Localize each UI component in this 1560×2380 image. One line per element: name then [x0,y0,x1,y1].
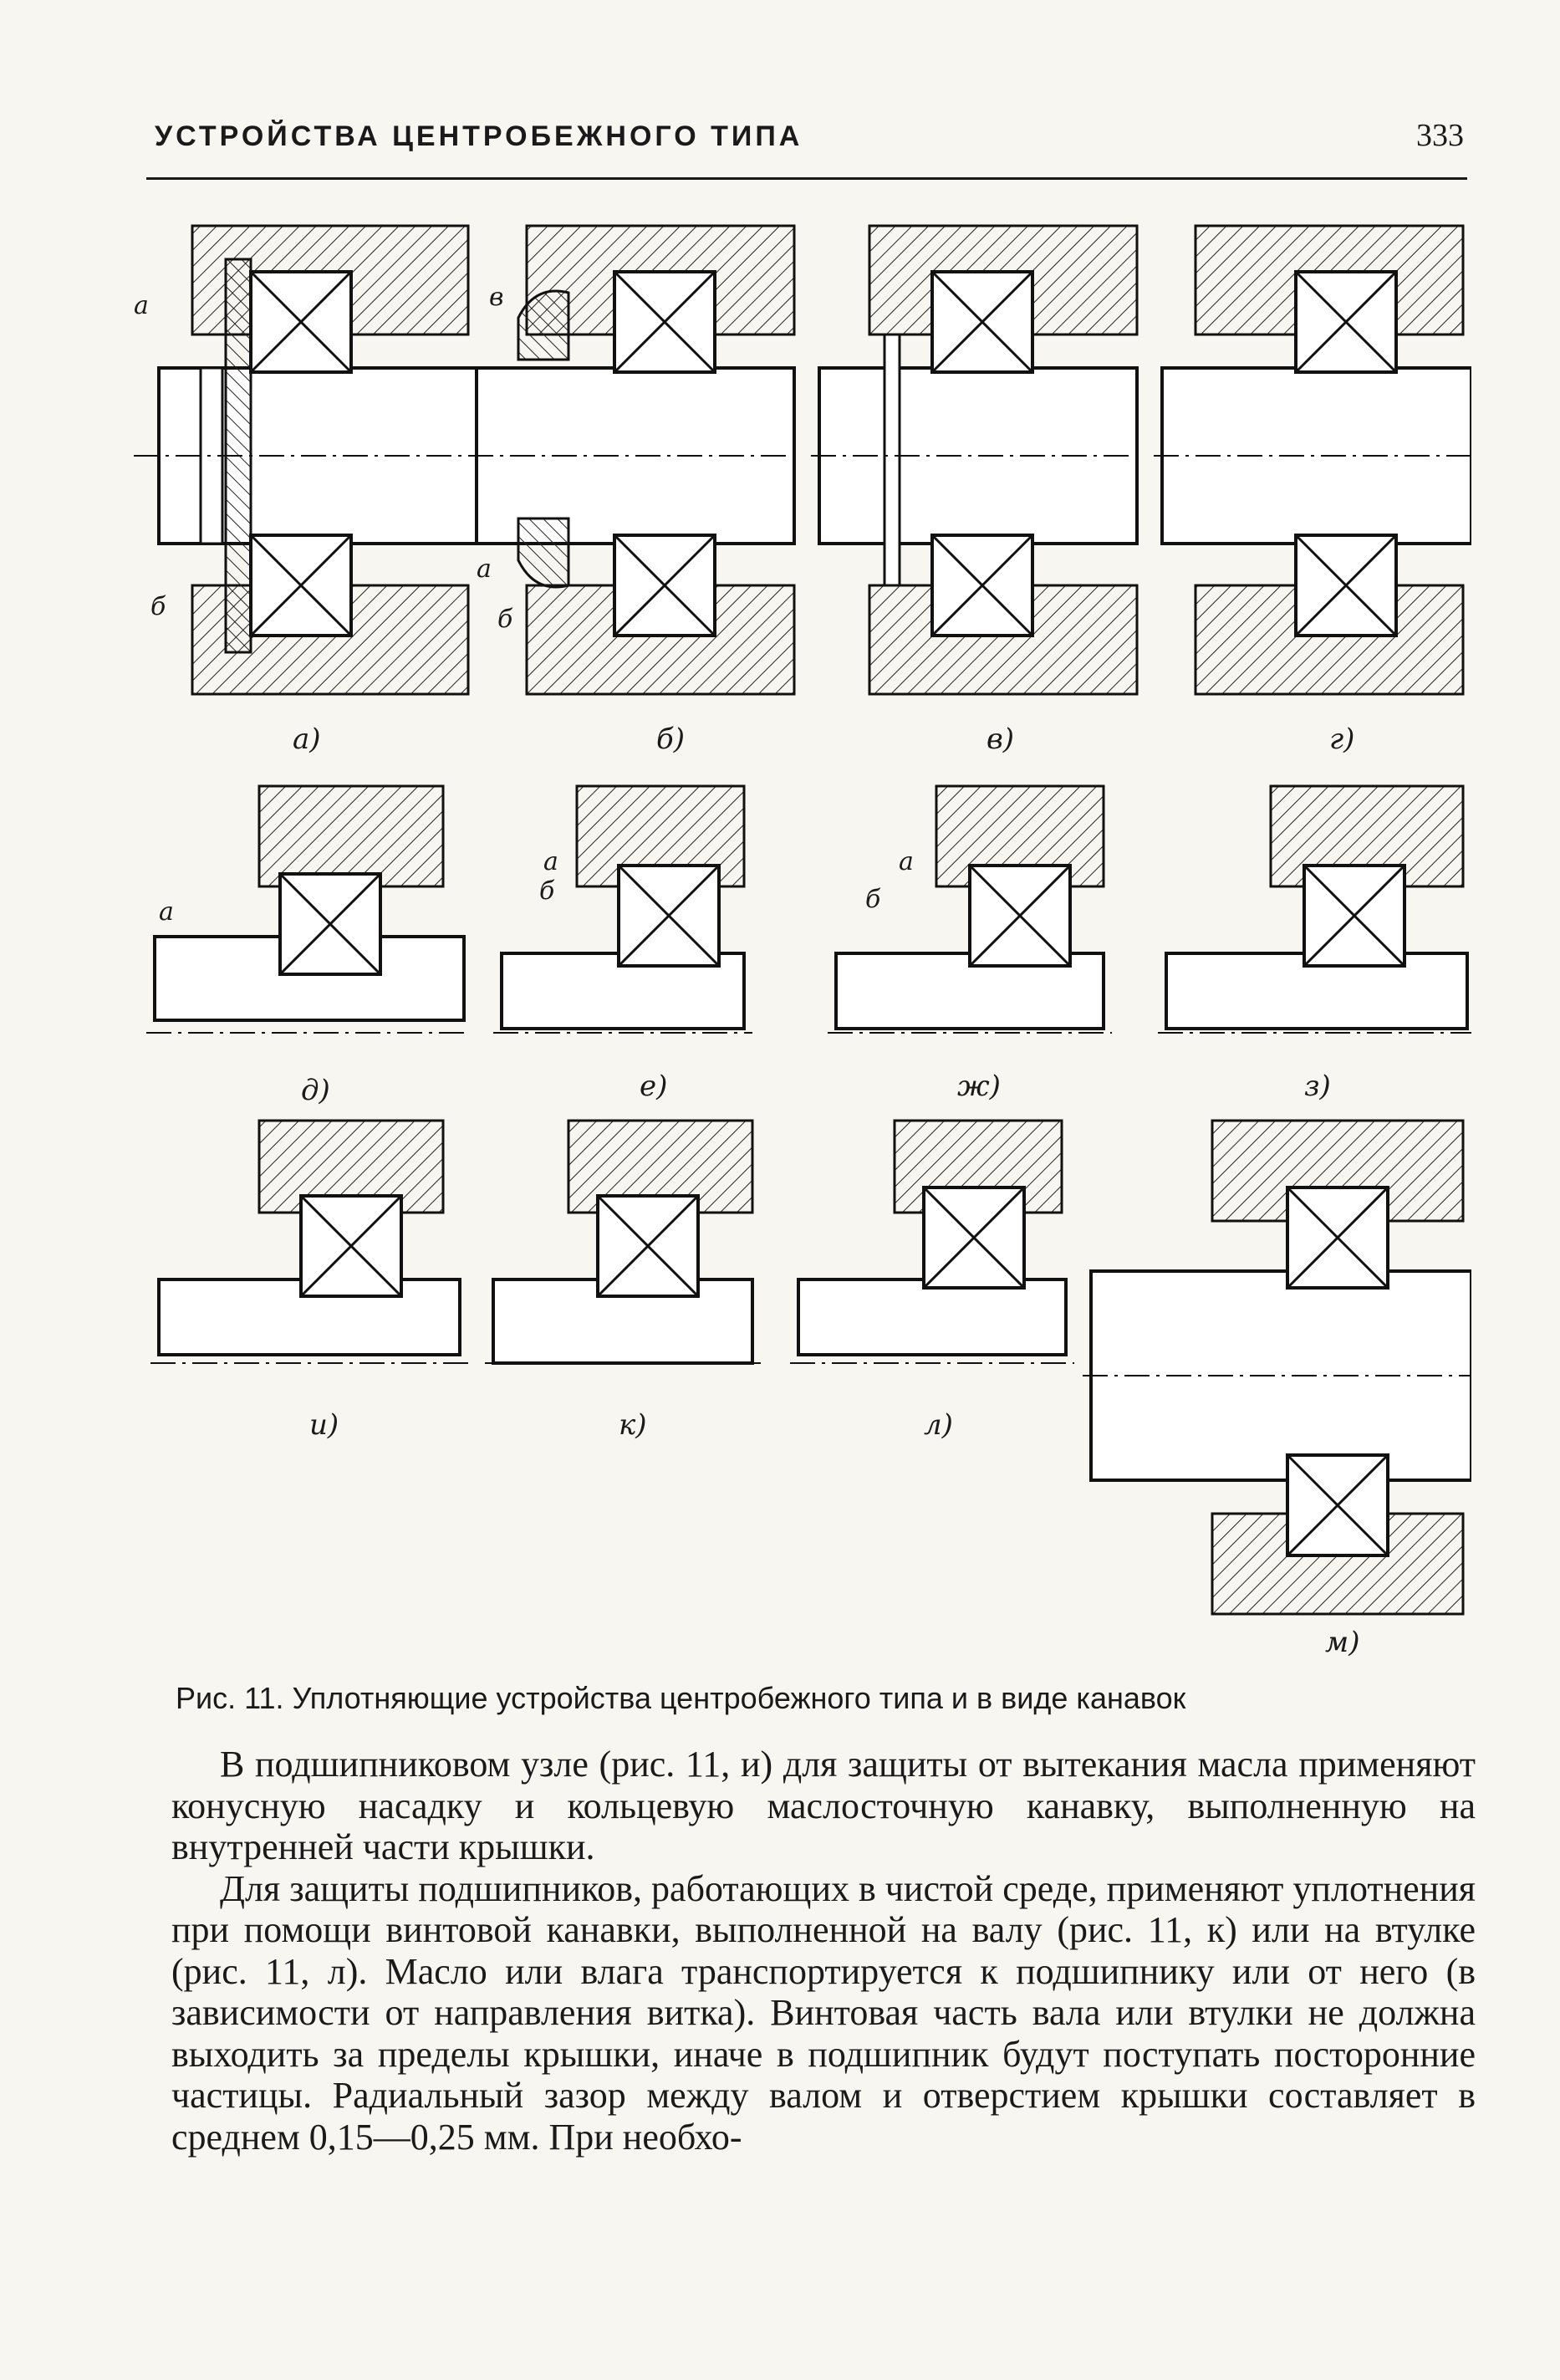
part-label: б [497,605,513,634]
part-label: б [865,885,881,914]
panel-label: м) [1325,1626,1359,1659]
part-label: а [477,554,492,584]
part-label: а [899,847,914,876]
paragraph-2: Для защиты подшипников, работающих в чис… [171,1867,1476,2158]
figure-11: а б а) в а б б) в) [134,209,1473,1664]
panel-label: к) [619,1408,647,1442]
part-label: б [150,592,166,621]
panel-b: в а б б) [468,224,803,756]
panel-label: з) [1304,1070,1331,1103]
panel-label: б) [656,723,685,756]
part-label: а [159,897,174,927]
panel-d: а д) [146,784,466,1107]
panel-e: а б е) [493,784,752,1103]
panel-v: в) [811,224,1145,756]
panel-k: к) [485,1119,761,1442]
panel-m: м) [1083,1119,1473,1659]
paragraph-1: В подшипниковом узле (рис. 11, и) для за… [171,1744,1476,1867]
panel-label: е) [640,1070,667,1103]
panel-label: и) [309,1408,339,1442]
part-label: а [134,291,149,320]
panel-label: г) [1329,723,1354,756]
panel-i: и) [150,1119,468,1442]
panel-z: з) [1158,784,1471,1103]
body-text: В подшипниковом узле (рис. 11, и) для за… [171,1744,1476,2158]
part-label: а [543,847,558,876]
panel-l: л) [790,1119,1074,1442]
panel-label: в) [986,723,1014,756]
page-number: 333 [1416,118,1464,153]
panel-g: г) [1154,224,1473,756]
panel-zh: а б ж) [828,784,1112,1103]
part-label: б [539,876,555,906]
panel-label: ж) [957,1070,1001,1103]
figure-caption: Рис. 11. Уплотняющие устройства центробе… [176,1681,1186,1715]
part-label: в [489,283,503,312]
header-rule [146,177,1467,180]
panel-a: а б а) [134,224,502,756]
figure-drawing: а б а) в а б б) в) [134,224,1473,1659]
panel-label: л) [924,1408,953,1442]
running-title: УСТРОЙСТВА ЦЕНТРОБЕЖНОГО ТИПА [155,120,803,152]
panel-label: д) [301,1074,330,1107]
panel-label: а) [293,723,321,756]
running-header: УСТРОЙСТВА ЦЕНТРОБЕЖНОГО ТИПА 333 [146,117,1467,167]
